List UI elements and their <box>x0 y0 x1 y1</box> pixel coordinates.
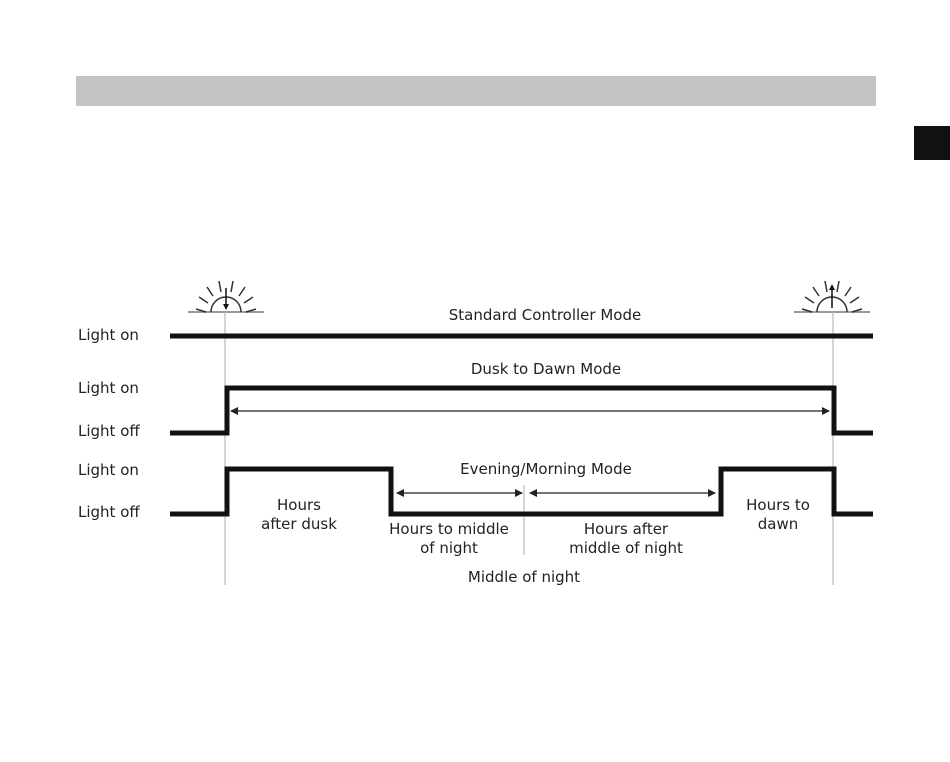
hours-to-middle-label-line1: Hours to middle <box>389 520 509 538</box>
hours-after-middle-label-line2: middle of night <box>569 539 683 557</box>
evening-morning-light-off-label: Light off <box>78 503 140 521</box>
middle-of-night-label: Middle of night <box>468 568 580 586</box>
evening-morning-light-on-label: Light on <box>78 461 139 479</box>
standard-light-on-label: Light on <box>78 326 139 344</box>
dusk-dawn-light-on-label: Light on <box>78 379 139 397</box>
sunrise-icon <box>794 281 870 312</box>
dusk-dawn-light-off-label: Light off <box>78 422 140 440</box>
hours-to-dawn-label-line1: Hours to <box>746 496 810 514</box>
dusk-to-dawn-mode-title: Dusk to Dawn Mode <box>471 360 621 378</box>
hours-after-dusk-label-line2: after dusk <box>261 515 337 533</box>
hours-to-dawn-label-line2: dawn <box>758 515 799 533</box>
hours-after-middle-label-line1: Hours after <box>584 520 669 538</box>
evening-morning-mode-title: Evening/Morning Mode <box>460 460 632 478</box>
hours-to-middle-label-line2: of night <box>420 539 478 557</box>
sunset-icon <box>188 281 264 312</box>
standard-mode-title: Standard Controller Mode <box>449 306 641 324</box>
hours-after-dusk-label-line1: Hours <box>277 496 321 514</box>
